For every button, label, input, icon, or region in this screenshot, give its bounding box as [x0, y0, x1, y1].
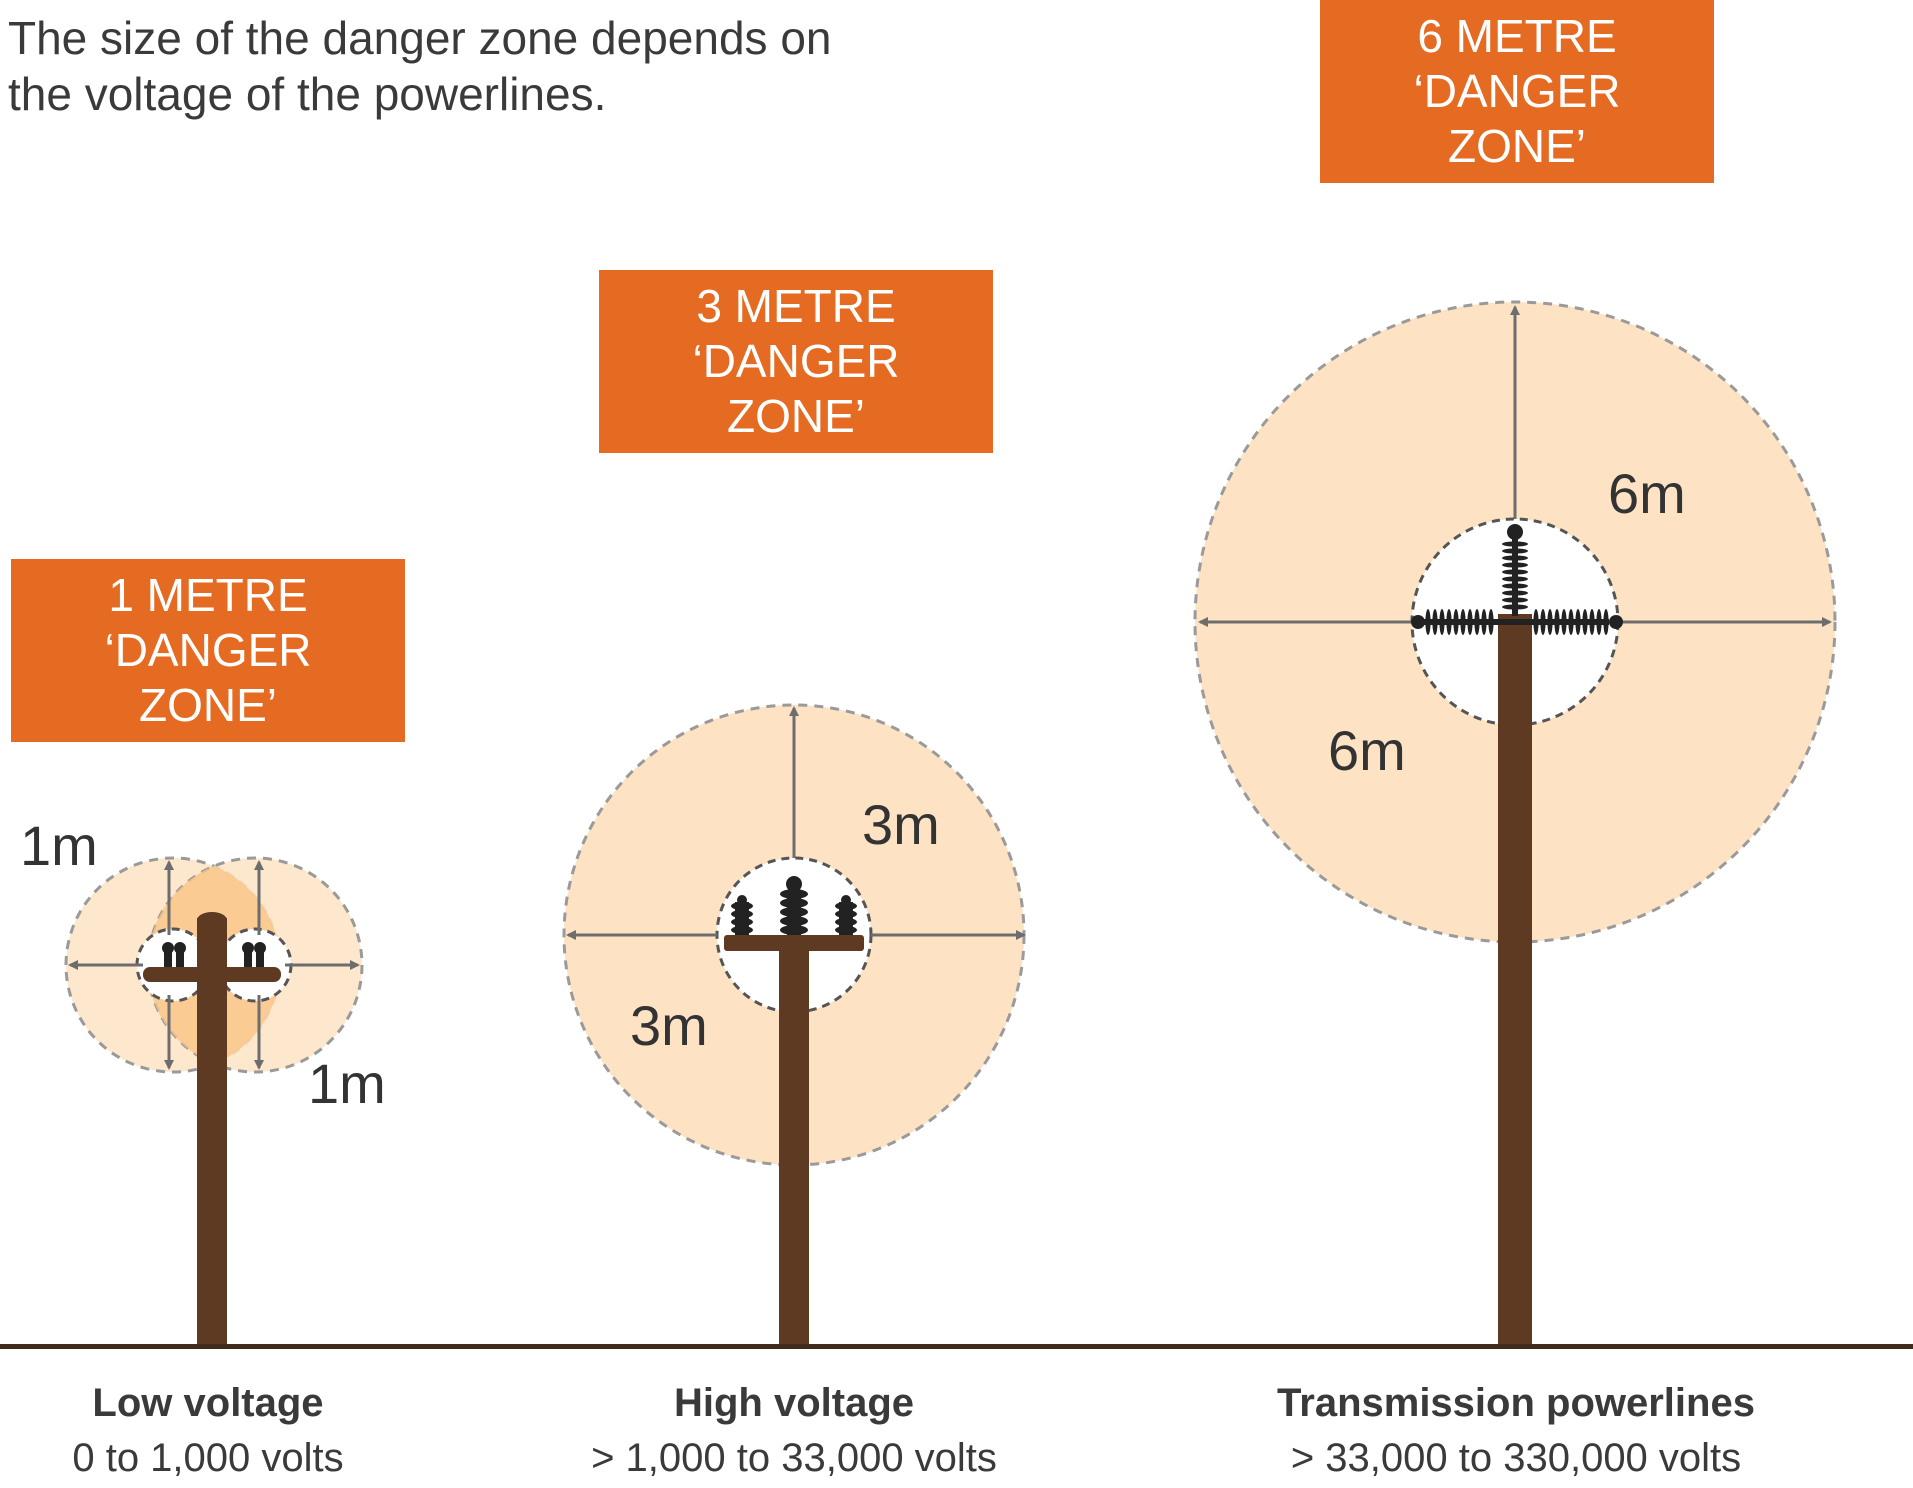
zone-label-line2: ‘DANGER: [1320, 64, 1714, 119]
voltage-range: > 1,000 to 33,000 volts: [444, 1431, 1144, 1486]
insulator-fin: [1547, 609, 1552, 635]
category-name: Transmission powerlines: [1166, 1376, 1866, 1431]
zone-label-6m: 6 METRE ‘DANGER ZONE’: [1320, 0, 1714, 183]
low-voltage-pole: [197, 918, 227, 1346]
insulator-fin: [1582, 609, 1587, 635]
clearance-circle-right: [219, 929, 291, 1001]
transmission-pole: [1498, 614, 1532, 1346]
zone-label-line1: 3 METRE: [599, 279, 993, 334]
insulator-fin: [1502, 548, 1528, 553]
distance-label-1m-bottom: 1m: [308, 1056, 386, 1112]
distance-label-6m-left: 6m: [1328, 723, 1406, 779]
insulator-fin: [1502, 590, 1528, 595]
insulator-fin: [1502, 604, 1528, 609]
insulator-fin: [1568, 609, 1573, 635]
insulator-fin: [1446, 609, 1451, 635]
insulator-fin: [1460, 609, 1465, 635]
high-voltage-crossarm: [724, 935, 864, 951]
insulator-fin: [1467, 609, 1472, 635]
insulator-fin: [1425, 609, 1430, 635]
zone-label-line3: ZONE’: [1320, 119, 1714, 174]
insulator-fin: [1502, 541, 1528, 546]
high-voltage-pole: [779, 945, 809, 1346]
insulator-fin: [1540, 609, 1545, 635]
insulator-fin: [1589, 609, 1594, 635]
insulator-fin: [1502, 569, 1528, 574]
zone-label-3m: 3 METRE ‘DANGER ZONE’: [599, 270, 993, 453]
insulator-fin: [1502, 597, 1528, 602]
ground-line: [0, 1344, 1913, 1349]
zone-label-line1: 1 METRE: [11, 568, 405, 623]
distance-label-6m-right: 6m: [1608, 466, 1686, 522]
category-transmission: Transmission powerlines > 33,000 to 330,…: [1166, 1376, 1866, 1486]
insulator-fin: [1561, 609, 1566, 635]
insulator-fin: [1596, 609, 1601, 635]
voltage-range: > 33,000 to 330,000 volts: [1166, 1431, 1866, 1486]
zone-label-line3: ZONE’: [11, 678, 405, 733]
distance-label-3m-right: 3m: [862, 797, 940, 853]
category-high-voltage: High voltage > 1,000 to 33,000 volts: [444, 1376, 1144, 1486]
distance-label-3m-left: 3m: [630, 998, 708, 1054]
zone-label-1m: 1 METRE ‘DANGER ZONE’: [11, 559, 405, 742]
insulator-fin: [1481, 609, 1486, 635]
zone-label-line1: 6 METRE: [1320, 9, 1714, 64]
low-voltage-crossarm: [143, 967, 281, 982]
insulator-fin: [1502, 562, 1528, 567]
insulator-fin: [1554, 609, 1559, 635]
insulator-fin: [1502, 576, 1528, 581]
zone-label-line2: ‘DANGER: [599, 334, 993, 389]
insulator-fin: [1533, 609, 1538, 635]
transmission-zone: [1195, 302, 1835, 1346]
insulator-fin: [1603, 609, 1608, 635]
pole-top-cap: [197, 912, 227, 928]
category-name: High voltage: [444, 1376, 1144, 1431]
insulator-fin: [1432, 609, 1437, 635]
insulator-fin: [1575, 609, 1580, 635]
zone-label-line2: ‘DANGER: [11, 623, 405, 678]
insulator-fin: [1453, 609, 1458, 635]
insulator-fin: [1488, 609, 1493, 635]
distance-label-1m-top: 1m: [20, 818, 98, 874]
insulator-fin: [1502, 555, 1528, 560]
zone-label-line3: ZONE’: [599, 389, 993, 444]
insulator-fin: [1502, 583, 1528, 588]
insulator-fin: [1439, 609, 1444, 635]
insulator-fin: [1474, 609, 1479, 635]
